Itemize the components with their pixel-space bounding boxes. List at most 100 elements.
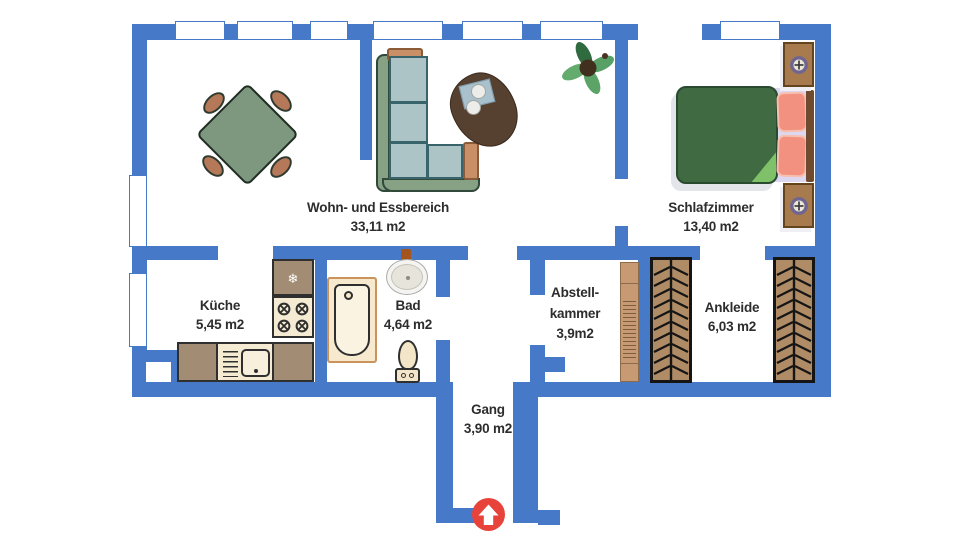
room-area: 3,9m2 (556, 326, 594, 341)
wall-kitchen-bath (315, 260, 327, 382)
room-label-storage: Abstell- kammer 3,9m2 (550, 283, 601, 345)
sofa-back (376, 54, 390, 192)
window (462, 21, 523, 40)
room-name: kammer (549, 305, 601, 321)
wall-living-bedroom-upper (615, 40, 628, 179)
bed-duvet (676, 86, 778, 184)
sofa-armrest (463, 142, 479, 180)
sofa-cushion (427, 144, 463, 179)
wall-storage-dressing (638, 258, 650, 382)
window (720, 21, 780, 40)
wall-hall-right (513, 397, 538, 523)
room-name: Ankleide (704, 300, 760, 315)
dining-table-group (195, 82, 305, 187)
pillow (776, 91, 808, 133)
toilet-tank (395, 368, 420, 383)
counter (177, 342, 218, 382)
washbasin-drain (406, 276, 410, 280)
wardrobe (650, 257, 692, 383)
kitchen-pier-niche (146, 362, 171, 382)
storage-shelf (620, 262, 639, 382)
toilet-button (409, 373, 414, 378)
nightstand-ornament-icon (790, 56, 808, 74)
nightstand (783, 42, 814, 87)
window (129, 273, 147, 347)
fridge-snowflake-icon: ❄ (287, 271, 299, 286)
stove (272, 296, 314, 338)
kitchen-unit: ❄ (177, 257, 314, 382)
window (373, 21, 443, 40)
wall-storage-left-top (530, 260, 545, 295)
wall-hall-left-foot (453, 508, 478, 523)
wall-living-bedroom-lower (615, 226, 628, 246)
room-area: 4,64 m2 (383, 317, 433, 332)
wall-bottom-right (513, 382, 831, 397)
counter-corner (272, 342, 314, 382)
room-name: Wohn- und Essbereich (306, 200, 450, 215)
room-area: 6,03 m2 (707, 319, 757, 334)
plant-icon (562, 42, 614, 94)
room-area: 33,11 m2 (350, 219, 406, 234)
window (237, 21, 293, 40)
room-label-bathroom: Bad 4,64 m2 (384, 296, 432, 334)
bathtub (327, 277, 377, 363)
wall-mid-c (517, 246, 700, 260)
room-label-kitchen: Küche 5,45 m2 (196, 296, 244, 334)
wall-bath-right-bottom (436, 340, 450, 382)
drainboard (223, 351, 238, 377)
stove-burners-icon (277, 302, 309, 333)
wall-mid-b (273, 246, 468, 260)
toilet-bowl (398, 340, 418, 370)
sofa-cushion (389, 102, 428, 143)
wall-mid-a (132, 246, 218, 260)
washbasin (386, 259, 428, 295)
sink-basin (241, 349, 270, 377)
window (540, 21, 603, 40)
room-name: Gang (471, 402, 505, 417)
coffee-table-cup (471, 84, 486, 99)
room-name: Küche (199, 298, 241, 313)
window (310, 21, 348, 40)
headboard (806, 90, 814, 182)
window (175, 21, 225, 40)
toilet (395, 340, 421, 385)
fridge: ❄ (272, 259, 314, 296)
sofa-base (382, 178, 480, 192)
room-area: 3,90 m2 (463, 421, 513, 436)
wall-storage-stub (545, 357, 565, 372)
wall-storage-left-bottom (530, 345, 545, 382)
bathroom-fixtures (327, 249, 436, 385)
sink-drain (254, 369, 258, 373)
room-name: Abstell- (551, 285, 599, 300)
entrance-marker (472, 498, 505, 531)
nightstand (783, 183, 814, 228)
room-label-hallway: Gang 3,90 m2 (464, 400, 512, 438)
duvet-fold (750, 150, 776, 182)
bathtub-drain (344, 291, 353, 300)
coffee-table-cup (466, 100, 481, 115)
entrance-arrow-icon (472, 498, 505, 531)
wardrobe (773, 257, 815, 383)
room-label-bedroom: Schlafzimmer 13,40 m2 (668, 198, 754, 236)
wall-mid-d (765, 246, 831, 260)
wall-right (815, 24, 831, 397)
bed-group (672, 40, 815, 230)
wall-bottom-left (132, 382, 453, 397)
faucet-icon (401, 249, 411, 263)
wall-bath-right-top (436, 260, 450, 297)
room-label-living: Wohn- und Essbereich 33,11 m2 (307, 198, 449, 236)
kitchen-sink-unit (216, 342, 274, 382)
room-label-dressing: Ankleide 6,03 m2 (705, 298, 760, 336)
room-name: Schlafzimmer (668, 200, 754, 215)
toilet-button (401, 373, 406, 378)
room-name: Bad (395, 298, 421, 313)
nightstand-ornament-icon (790, 197, 808, 215)
sofa (376, 46, 480, 192)
pillow (776, 134, 808, 178)
wall-sofa-stub (360, 40, 372, 160)
room-area: 5,45 m2 (195, 317, 245, 332)
wall-hall-right-foot (538, 510, 560, 525)
sofa-cushion (389, 56, 428, 103)
sofa-cushion (389, 142, 428, 179)
